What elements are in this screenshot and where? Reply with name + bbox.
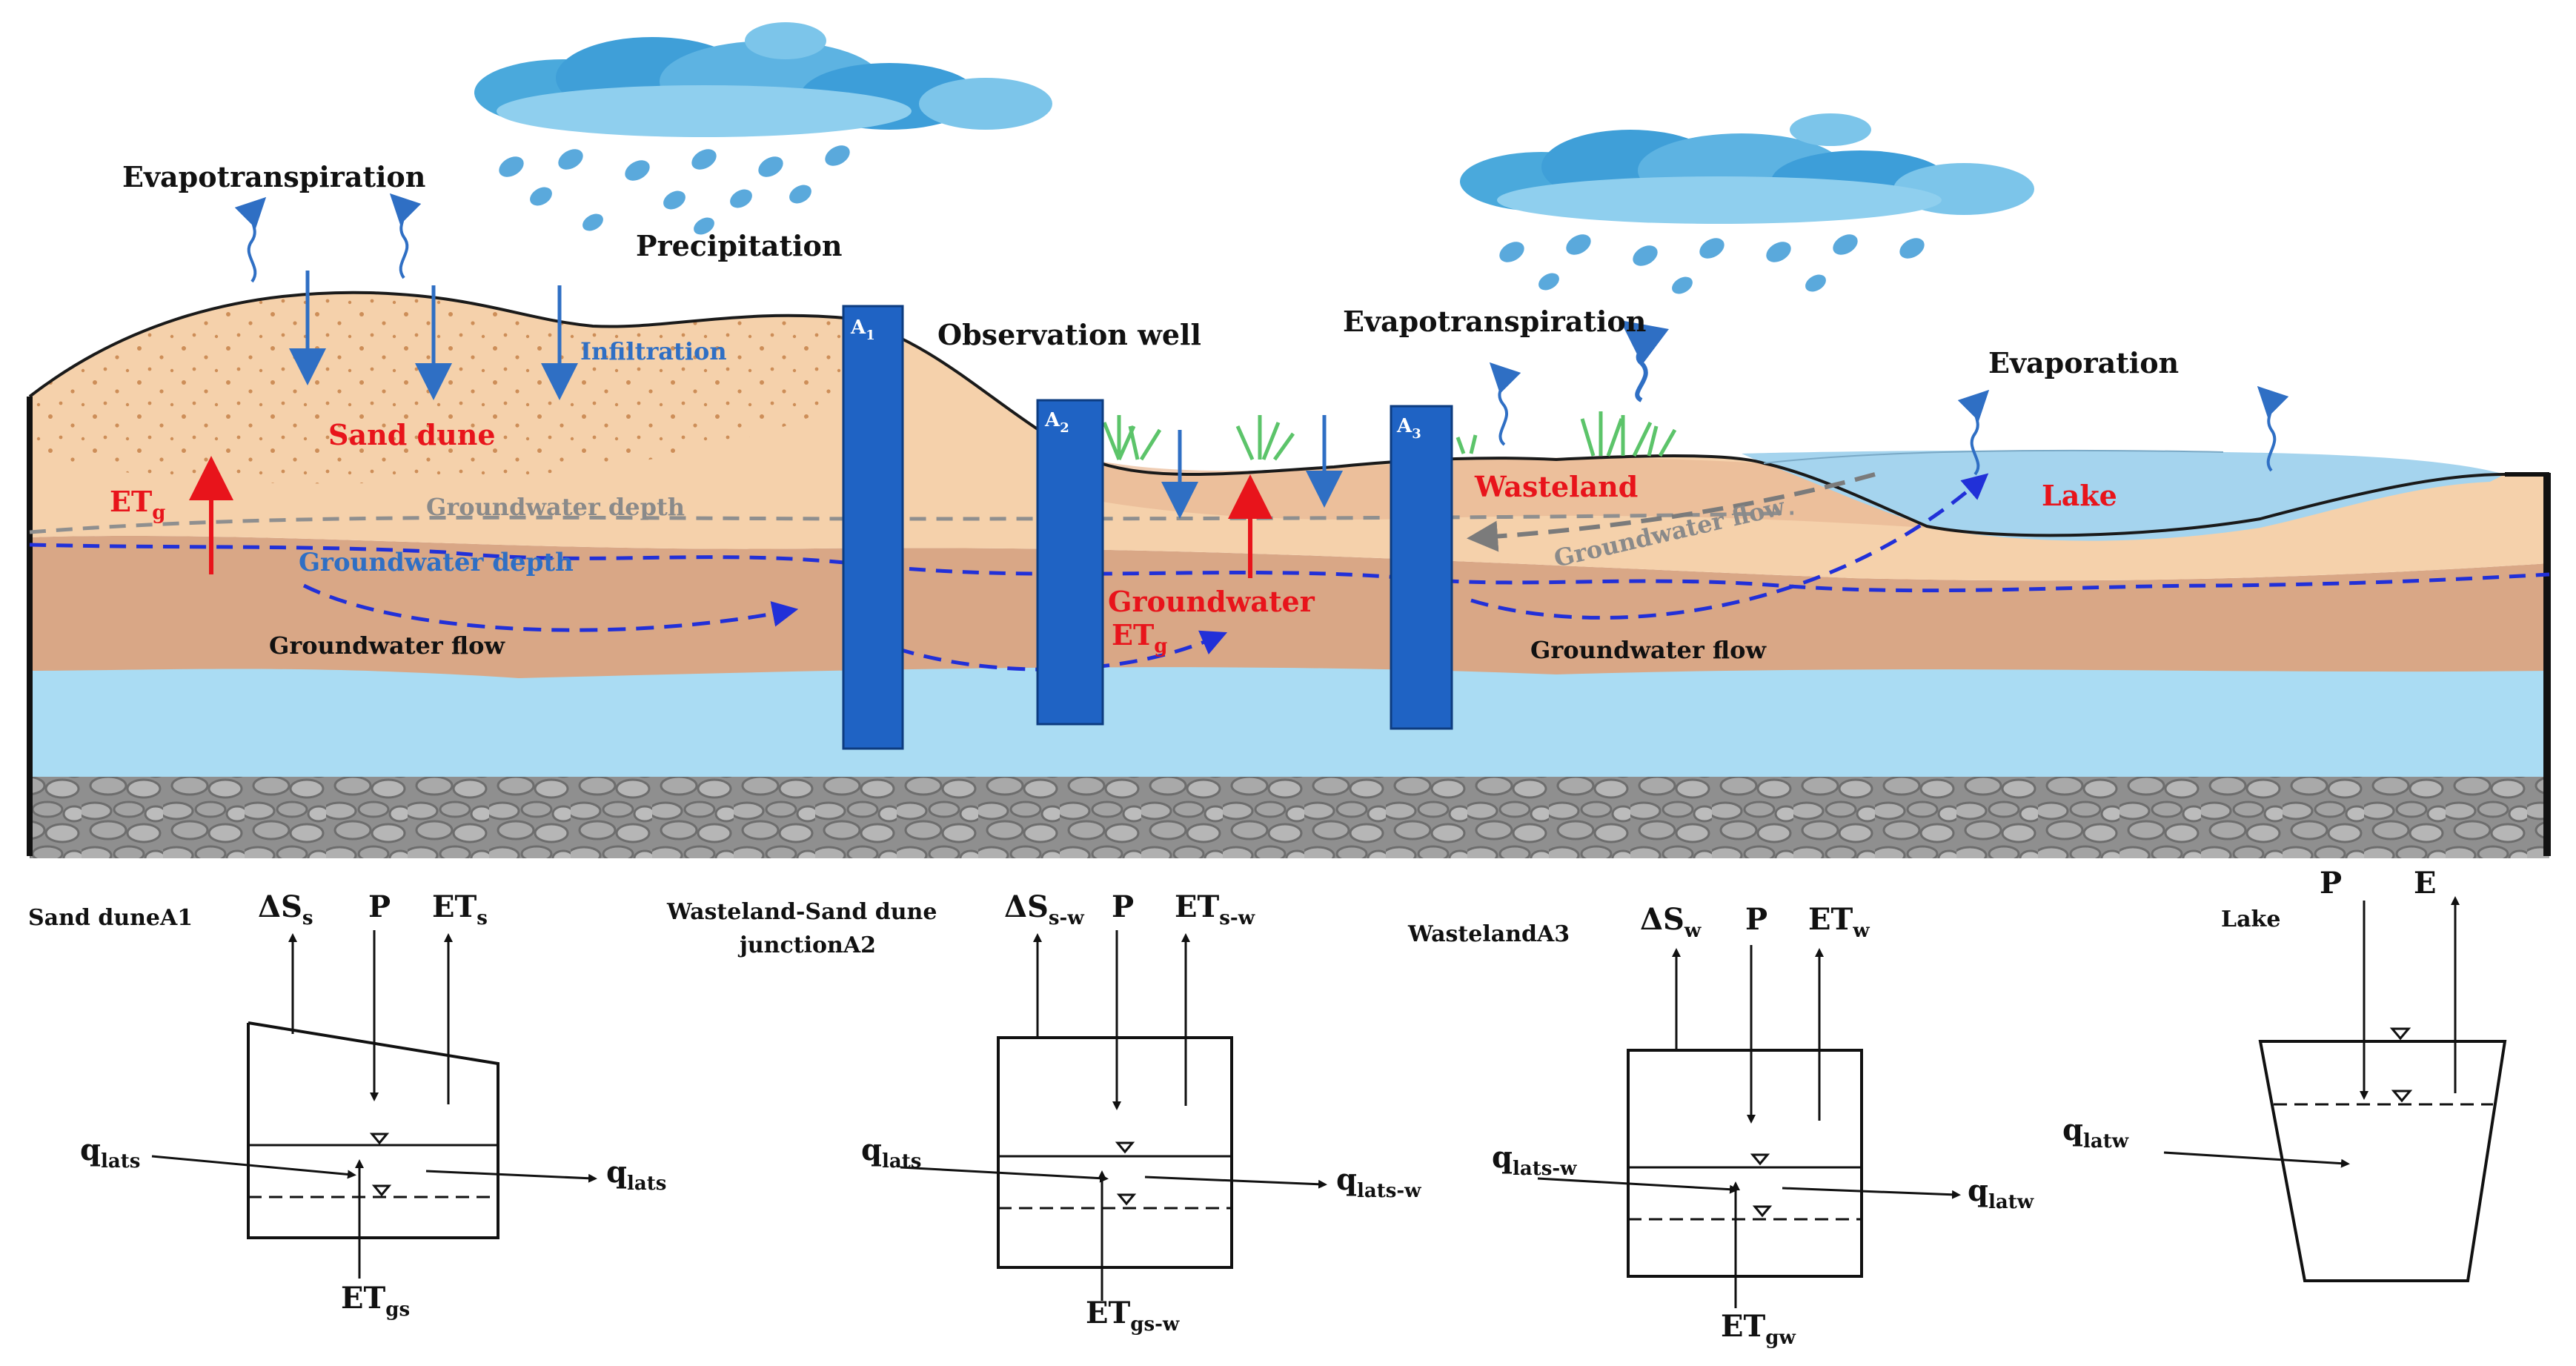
- box2-title-line2: junctionA2: [737, 932, 876, 958]
- svg-text:A1: A1: [850, 316, 875, 343]
- well-a2-sub: 2: [1060, 420, 1069, 436]
- terrain-outline: [28, 291, 2506, 537]
- balance-box-lake: Lake P E qlatw: [2062, 866, 2507, 1282]
- svg-text:A3: A3: [1396, 415, 1421, 442]
- well-a1-label: A: [850, 316, 866, 339]
- box4-p: P: [2320, 866, 2342, 901]
- label-groundwater-flow-right: Groundwater flow: [1530, 636, 1767, 664]
- cloud-right: [1460, 113, 2034, 294]
- label-groundwater-red: Groundwater: [1108, 585, 1315, 618]
- label-groundwater-depth-grey: Groundwater depth: [426, 493, 685, 521]
- box1-title: Sand duneA1: [28, 905, 193, 931]
- box2-etg: ETgs-w: [1086, 1296, 1180, 1336]
- label-observation-well: Observation well: [937, 318, 1201, 351]
- cloud-left: [474, 22, 1052, 235]
- box3-title: WastelandA3: [1407, 921, 1570, 947]
- box3-et: ETw: [1808, 902, 1870, 942]
- left-boundary: [27, 397, 33, 856]
- box3-q-in: qlats-w: [1492, 1140, 1577, 1180]
- well-a3-sub: 3: [1412, 426, 1421, 442]
- evapotranspiration-squiggles: [234, 193, 2289, 476]
- box2-q-out: qlats-w: [1336, 1162, 1421, 1202]
- box1-etg: ETgs: [341, 1281, 410, 1321]
- box2-title-line1: Wasteland-Sand dune: [666, 899, 937, 925]
- box4-q-in: qlatw: [2062, 1113, 2129, 1153]
- box3-q-out: qlatw: [1968, 1173, 2034, 1213]
- groundwater-flow-arrow-grey: [1467, 472, 1876, 552]
- label-infiltration: Infiltration: [580, 337, 727, 365]
- box4-title: Lake: [2221, 906, 2280, 932]
- balance-box-sand-dune: Sand duneA1 ΔSs P ETs qlats qlats ETgs: [28, 889, 666, 1321]
- box3-p: P: [1745, 902, 1767, 937]
- well-a3-label: A: [1396, 415, 1413, 437]
- label-precipitation: Precipitation: [636, 229, 843, 262]
- soil-layer: [30, 535, 2549, 678]
- right-boundary: [2543, 473, 2551, 856]
- balance-box-wasteland: WastelandA3 ΔSw P ETw qlats-w qlatw ETgw: [1407, 902, 2034, 1349]
- label-sand-dune: Sand dune: [328, 418, 496, 451]
- groundwater-flow-arrow-left: [302, 583, 799, 632]
- box1-q-out: qlats: [606, 1155, 666, 1195]
- label-lake: Lake: [2042, 479, 2117, 512]
- well-a2: A2: [1036, 399, 1104, 726]
- balance-box-junction: Wasteland-Sand dune junctionA2 ΔSs-w P E…: [666, 889, 1421, 1336]
- box3-etg: ETgw: [1721, 1309, 1796, 1349]
- grass: [1102, 411, 1677, 461]
- box2-storage: ΔSs-w: [1004, 889, 1084, 929]
- box2-p: P: [1112, 889, 1134, 924]
- well-a2-label: A: [1044, 409, 1060, 431]
- label-etg-left: ETg: [110, 485, 165, 524]
- box1-q-in: qlats: [80, 1133, 140, 1173]
- label-wasteland: Wasteland: [1474, 470, 1638, 503]
- label-evaporation: Evaporation: [1988, 346, 2179, 379]
- label-etg-mid: ETg: [1112, 618, 1167, 657]
- box1-storage: ΔSs: [258, 889, 313, 929]
- well-a1: A1: [842, 305, 904, 750]
- box1-p: P: [368, 889, 391, 924]
- label-evapotranspiration-left: Evapotranspiration: [122, 160, 425, 193]
- box2-q-in: qlats: [861, 1133, 921, 1173]
- groundwater-flow-arrow-right: [1470, 473, 1989, 620]
- label-groundwater-flow-left: Groundwater flow: [269, 631, 505, 660]
- svg-text:A2: A2: [1044, 409, 1069, 436]
- label-evapotranspiration-right: Evapotranspiration: [1343, 305, 1646, 338]
- label-groundwater-depth-blue: Groundwater depth: [299, 548, 574, 577]
- box2-et: ETs-w: [1175, 889, 1255, 929]
- well-a3: A3: [1390, 405, 1453, 730]
- gravel-bed: [30, 775, 2549, 858]
- box4-e: E: [2414, 866, 2437, 901]
- infiltration-arrows: [289, 271, 1343, 519]
- box1-et: ETs: [432, 889, 488, 929]
- box3-storage: ΔSw: [1640, 902, 1702, 942]
- groundwater-depth-blue-line: [29, 543, 2550, 593]
- well-a1-sub: 1: [866, 328, 875, 343]
